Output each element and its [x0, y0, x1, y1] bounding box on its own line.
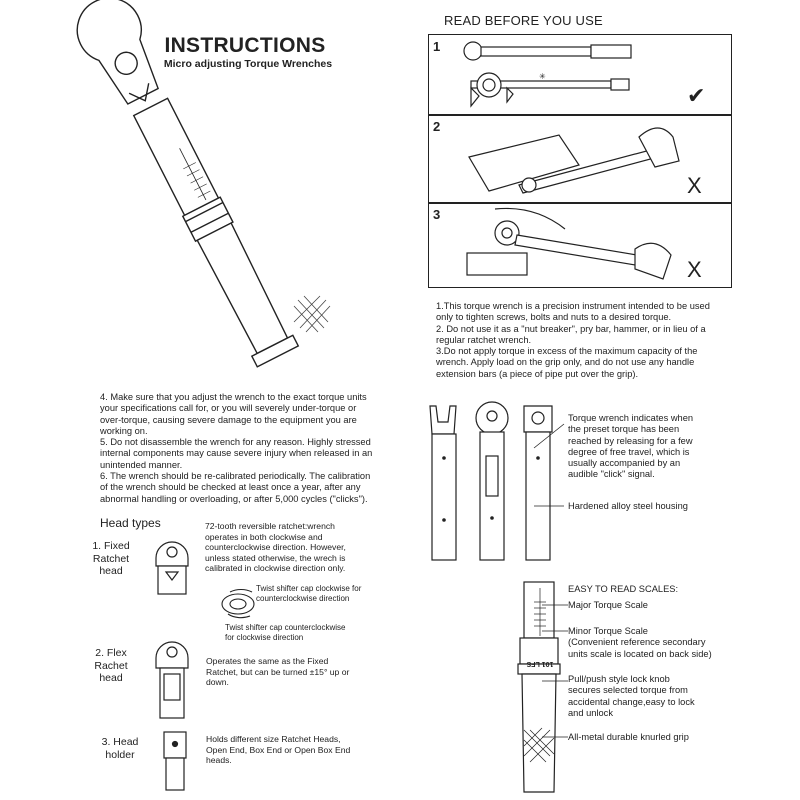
- flex-ratchet-head-icon: [155, 641, 189, 719]
- correct-use-illustration: ✳: [463, 41, 632, 108]
- page-subtitle: Micro adjusting Torque Wrenches: [163, 58, 333, 70]
- twist-cw-instruction: Twist shifter cap counterclockwise for c…: [225, 623, 346, 642]
- flex-head-label: 2. Flex Rachet head: [94, 647, 128, 684]
- incorrect-use-excess-torque-illustration: [466, 207, 672, 280]
- knurled-grip-label: All-metal durable knurled grip: [568, 732, 689, 742]
- cross-mark-icon: X: [687, 257, 702, 282]
- housing-label: Hardened alloy steel housing: [568, 501, 688, 511]
- fixed-ratchet-head-icon: [155, 541, 189, 595]
- minor-scale-label: Minor Torque Scale (Convenient reference…: [568, 626, 712, 659]
- care-rules: 4. Make sure that you adjust the wrench …: [100, 392, 373, 504]
- head-holder-icon: [163, 731, 187, 791]
- incorrect-use-pry-bar-illustration: [468, 127, 680, 194]
- scale-wrench-illustration: [517, 581, 561, 793]
- panel-number: 2: [433, 119, 441, 134]
- head-holder-label: 3. Head holder: [101, 736, 139, 761]
- twist-ccw-instruction: Twist shifter cap clockwise for counterc…: [256, 584, 362, 603]
- cross-mark-icon: X: [687, 173, 702, 198]
- fixed-head-label: 1. Fixed Ratchet head: [92, 540, 130, 577]
- usage-panel-1: 1 ✳ ✔: [428, 34, 732, 116]
- lock-knob-label: Pull/push style lock knob secures select…: [568, 674, 695, 718]
- page-title: INSTRUCTIONS: [164, 34, 326, 57]
- head-variants-illustration: [429, 401, 553, 561]
- major-scale-label: Major Torque Scale: [568, 600, 648, 610]
- shifter-cap-icon: [221, 589, 255, 619]
- usage-notes: 1.This torque wrench is a precision inst…: [436, 301, 710, 379]
- scales-title: EASY TO READ SCALES:: [568, 584, 679, 594]
- usage-panel-2: 2 X: [428, 114, 732, 204]
- svg-text:✳: ✳: [539, 72, 546, 81]
- panel-number: 1: [433, 39, 441, 54]
- check-mark-icon: ✔: [687, 83, 706, 108]
- fixed-head-description: 72-tooth reversible ratchet:wrench opera…: [205, 521, 346, 573]
- head-holder-description: Holds different size Ratchet Heads, Open…: [206, 734, 351, 765]
- head-types-title: Head types: [100, 516, 161, 530]
- torque-indicator-description: Torque wrench indicates when the preset …: [568, 413, 694, 480]
- scale-pointer-lines: [542, 604, 568, 738]
- panel-number: 3: [433, 207, 441, 222]
- flex-head-description: Operates the same as the Fixed Ratchet, …: [206, 656, 350, 687]
- read-before-title: READ BEFORE YOU USE: [444, 13, 603, 28]
- main-wrench-illustration: [76, 0, 331, 368]
- usage-panel-3: 3 X: [428, 202, 732, 288]
- indicator-pointer-lines: [533, 423, 565, 507]
